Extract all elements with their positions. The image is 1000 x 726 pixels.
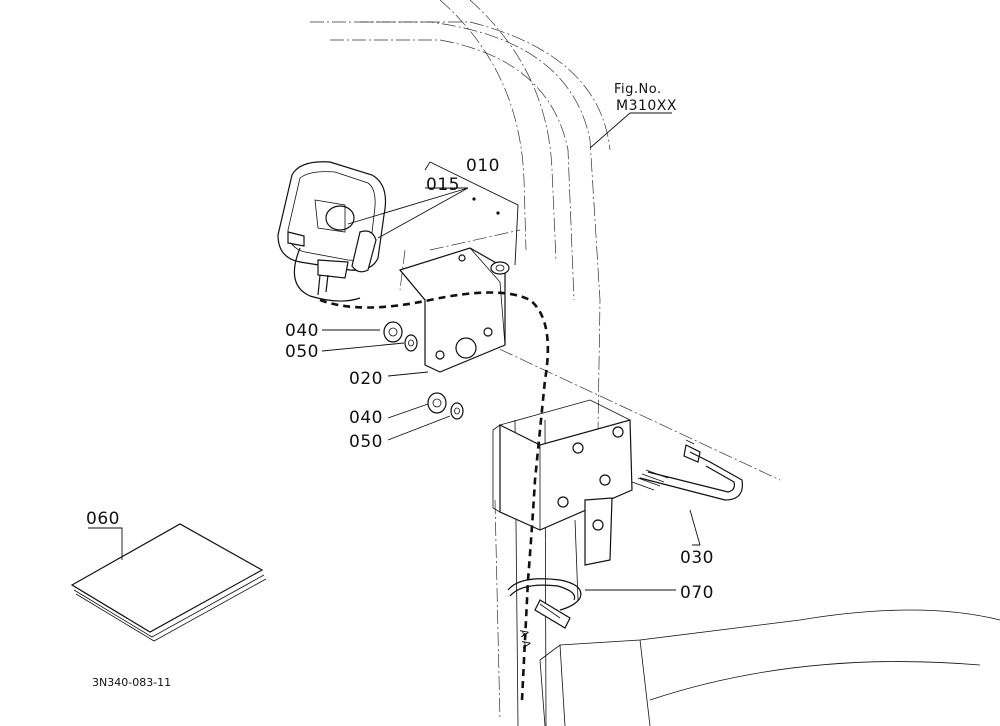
nut-washer-lower	[427, 392, 464, 420]
callout-070: 070	[680, 583, 714, 603]
nut-washer-upper	[383, 321, 418, 352]
cable-tie: A A	[507, 578, 582, 649]
work-light	[277, 161, 387, 302]
callout-015: 015	[426, 175, 460, 195]
callout-050-lower: 050	[349, 432, 383, 452]
fig-number: M310XX	[616, 98, 677, 114]
callout-030: 030	[680, 548, 714, 568]
rops-frame	[310, 0, 781, 721]
grommet	[424, 161, 519, 275]
callout-020: 020	[349, 369, 383, 389]
owner-manual	[70, 523, 267, 642]
light-bracket	[398, 247, 506, 373]
leader-lines	[88, 112, 701, 591]
fig-label: Fig.No.	[614, 82, 662, 97]
callout-040-upper: 040	[285, 321, 319, 341]
fender	[539, 609, 1000, 726]
u-bolt	[631, 439, 743, 501]
callout-010: 010	[466, 156, 500, 176]
callout-060: 060	[86, 509, 120, 529]
drawing-id: 3N340-083-11	[92, 676, 171, 689]
callout-050-upper: 050	[285, 342, 319, 362]
post-bracket	[492, 399, 633, 566]
tie-text: A A	[517, 628, 533, 649]
callout-040-lower: 040	[349, 408, 383, 428]
